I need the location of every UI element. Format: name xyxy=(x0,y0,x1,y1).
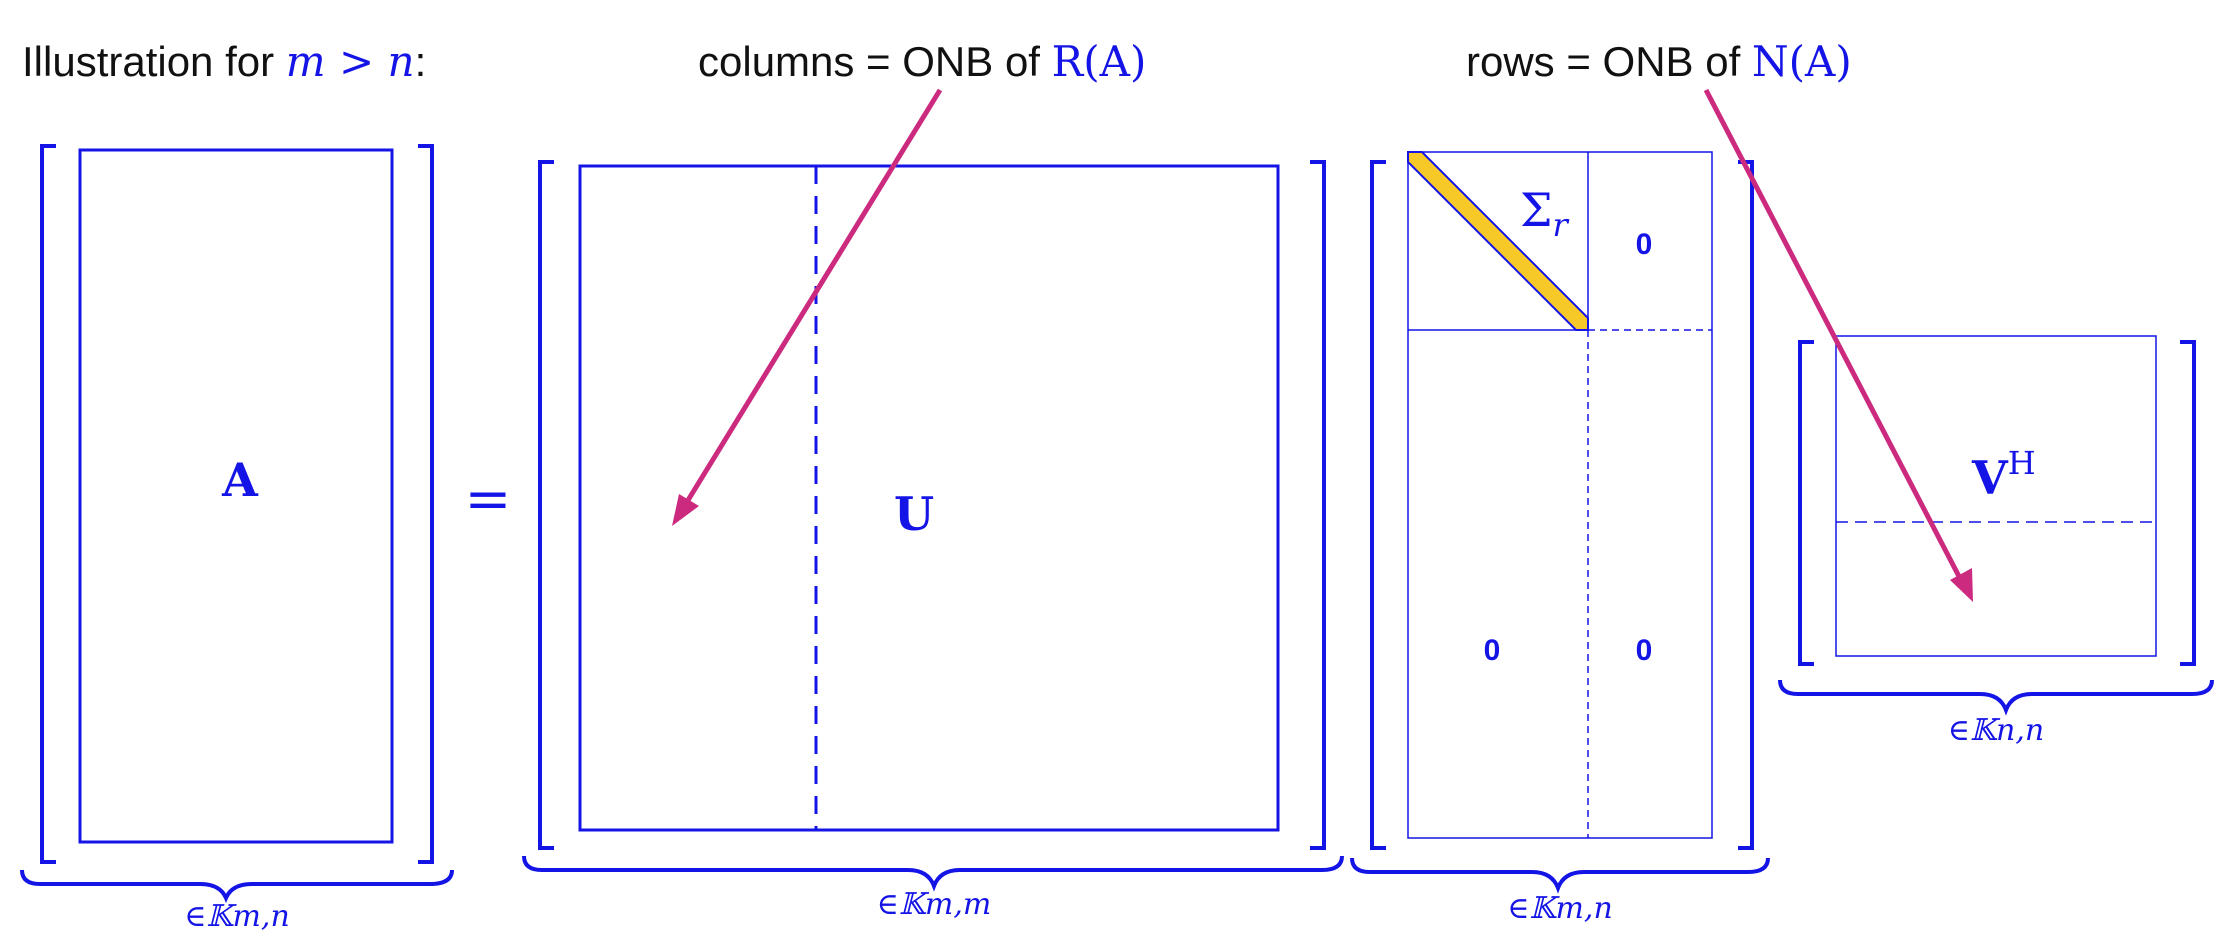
zero-block-bottom-right: 0 xyxy=(1636,634,1653,667)
matrix-sigma: Σr 0 0 0 ∈𝕂m,n xyxy=(1350,151,1770,926)
intro-text: Illustration for m > n: xyxy=(22,37,426,86)
sigma-subscript: r xyxy=(1553,206,1570,244)
matrix-vh-right-bracket xyxy=(2180,340,2196,666)
matrix-sigma-brace xyxy=(1350,857,1770,894)
range-arrow-head xyxy=(672,494,699,526)
matrix-a-box xyxy=(78,148,394,844)
matrix-sigma-box xyxy=(1407,151,1713,839)
rows-annotation-label: rows = ONB of xyxy=(1466,38,1752,85)
matrix-vh-left-bracket xyxy=(1798,340,1814,666)
range-arrow-shaft xyxy=(679,88,943,512)
range-math: R(A) xyxy=(1052,37,1147,86)
matrix-vh-dimension: ∈𝕂n,n xyxy=(1948,713,2044,748)
matrix-u-brace xyxy=(522,855,1344,892)
matrix-a-left-bracket xyxy=(40,144,56,864)
matrix-vh-box xyxy=(1835,335,2157,657)
matrix-sigma-dimension: ∈𝕂m,n xyxy=(1507,891,1613,926)
matrix-u: U ∈𝕂m,m xyxy=(522,160,1344,922)
matrix-vh-brace xyxy=(1778,679,2214,716)
sigma-r-label: Σr xyxy=(1520,183,1570,244)
matrix-sigma-left-bracket xyxy=(1370,160,1386,850)
matrix-a-right-bracket xyxy=(418,144,434,864)
zero-block-top-right: 0 xyxy=(1636,228,1653,261)
intro-colon: : xyxy=(415,38,427,85)
zero-block-bottom-left: 0 xyxy=(1484,634,1501,667)
sigma-diagonal-band xyxy=(1407,151,1589,331)
intro-label: Illustration for xyxy=(22,38,286,85)
matrix-u-label: U xyxy=(894,487,934,541)
intro-math: m > n xyxy=(286,37,415,86)
matrix-vh-label: VH xyxy=(1971,444,2036,505)
sigma-symbol: Σ xyxy=(1520,183,1553,237)
matrix-vh-superscript: H xyxy=(2008,444,2036,482)
equals-sign: = xyxy=(465,467,512,532)
matrix-u-dimension: ∈𝕂m,m xyxy=(877,887,992,922)
matrix-u-left-bracket xyxy=(538,160,554,850)
rows-annotation: rows = ONB of N(A) xyxy=(1466,37,1852,86)
matrix-a-brace xyxy=(20,869,454,904)
matrix-a-label: A xyxy=(221,453,259,507)
columns-annotation-label: columns = ONB of xyxy=(698,38,1052,85)
matrix-vh: VH ∈𝕂n,n xyxy=(1778,335,2214,748)
nullspace-arrow-head xyxy=(1950,568,1973,602)
range-arrow xyxy=(672,88,943,526)
nullspace-arrow xyxy=(1703,88,1973,602)
matrix-vh-symbol: V xyxy=(1971,451,2009,505)
matrix-sigma-right-bracket xyxy=(1738,160,1754,850)
matrix-a: A ∈𝕂m,n xyxy=(20,144,454,934)
matrix-u-right-bracket xyxy=(1310,160,1326,850)
matrix-u-box xyxy=(578,164,1280,832)
matrix-a-dimension: ∈𝕂m,n xyxy=(184,899,290,934)
nullspace-math: N(A) xyxy=(1752,37,1852,86)
nullspace-arrow-shaft xyxy=(1703,88,1967,588)
columns-annotation: columns = ONB of R(A) xyxy=(698,37,1146,86)
